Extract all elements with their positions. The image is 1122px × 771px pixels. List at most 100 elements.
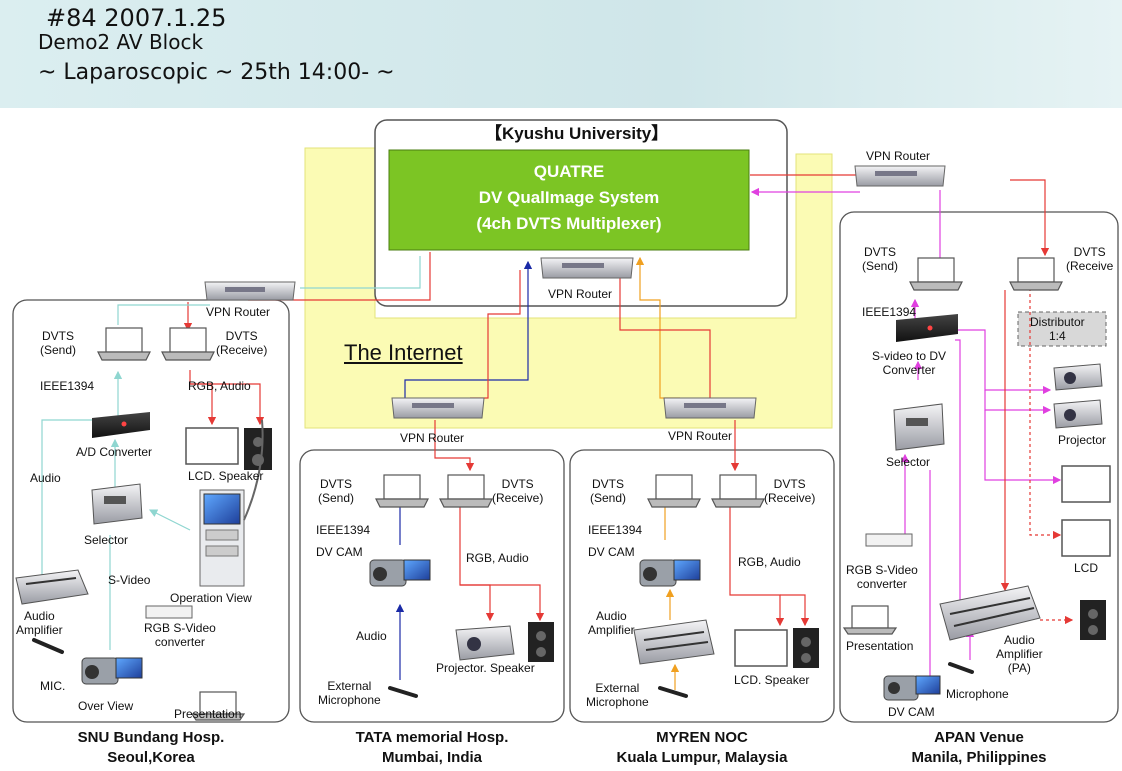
over-view-label: Over View bbox=[78, 699, 134, 713]
title-banner: #84 2007.1.25 Demo2 AV Block ~ Laparosco… bbox=[0, 0, 1122, 108]
vpn-router-icon bbox=[663, 397, 757, 419]
projector-icon bbox=[1053, 363, 1103, 391]
dv-cam-label: DV CAM bbox=[316, 545, 363, 559]
selector-icon bbox=[893, 403, 945, 451]
projector-icon bbox=[455, 625, 515, 661]
dvts-send-label: DVTS(Send) bbox=[590, 477, 627, 505]
laptop-icon bbox=[375, 474, 429, 508]
rgb-audio-label: RGB, Audio bbox=[738, 555, 801, 569]
lcd-label: LCD bbox=[1074, 561, 1099, 575]
dvts-send-label: DVTS(Send) bbox=[862, 245, 899, 273]
ieee1394-label: IEEE1394 bbox=[862, 305, 917, 319]
ad-converter-icon bbox=[92, 412, 150, 438]
mic-label: MIC. bbox=[40, 679, 66, 693]
audio-label: Audio bbox=[30, 471, 61, 485]
dv-cam-icon bbox=[883, 675, 941, 701]
selector-label: Selector bbox=[886, 455, 931, 469]
lcd-icon bbox=[1061, 519, 1111, 557]
laptop-icon bbox=[909, 257, 963, 291]
site-tata: TATA memorial Hosp.Mumbai, India bbox=[355, 729, 509, 767]
ad-converter-label: A/D Converter bbox=[76, 445, 153, 459]
dvts-send-label: DVTS(Send) bbox=[318, 477, 355, 505]
dvts-send-label: DVTS(Send) bbox=[40, 329, 77, 357]
laptop-icon bbox=[842, 605, 898, 635]
lcd-speaker-label: LCD. Speaker bbox=[734, 673, 810, 687]
lcd-icon bbox=[1061, 465, 1111, 503]
dv-qualimage-label: DV QualImage System bbox=[478, 188, 660, 207]
vpn-router-icon bbox=[391, 397, 485, 419]
laptop-icon bbox=[1009, 257, 1063, 291]
distributor-box bbox=[1017, 311, 1107, 347]
vpn-router-label: VPN Router bbox=[668, 429, 733, 443]
laptop-icon bbox=[711, 474, 765, 508]
audio-mixer-icon bbox=[633, 619, 715, 665]
svideo-dv-converter-icon bbox=[896, 314, 958, 342]
dvts-receive-label: DVTS(Receive) bbox=[764, 477, 816, 505]
session-time: ~ Laparoscopic ~ 25th 14:00- ~ bbox=[38, 60, 395, 85]
selector-icon bbox=[91, 483, 143, 525]
lcd-icon bbox=[734, 629, 788, 667]
dvts-receive-label: DVTS(Receive) bbox=[492, 477, 544, 505]
ieee1394-label: IEEE1394 bbox=[40, 379, 95, 393]
lcd-speaker-label: LCD. Speaker bbox=[188, 469, 264, 483]
microphone-icon bbox=[32, 638, 64, 654]
vpn-router-label: VPN Router bbox=[400, 431, 465, 445]
presentation-label: Presentation bbox=[846, 639, 914, 653]
dv-cam-icon bbox=[369, 559, 431, 587]
operation-view-label: Operation View bbox=[170, 591, 252, 605]
audio-mixer-icon bbox=[15, 569, 89, 605]
kyushu-title: 【Kyushu University】 bbox=[485, 124, 669, 143]
rgb-svideo-converter-icon bbox=[865, 533, 913, 547]
microphone-icon bbox=[388, 686, 418, 698]
microphone-icon bbox=[948, 662, 974, 674]
vpn-router-icon bbox=[540, 257, 634, 279]
laptop-icon bbox=[647, 474, 701, 508]
rgb-svideo-converter-icon bbox=[145, 605, 193, 619]
vpn-router-label: VPN Router bbox=[866, 149, 931, 163]
vpn-router-label: VPN Router bbox=[548, 287, 613, 301]
internet-label: The Internet bbox=[344, 340, 463, 365]
operation-view-cart-icon bbox=[199, 419, 264, 587]
microphone-icon bbox=[658, 686, 688, 698]
laptop-icon bbox=[97, 327, 151, 361]
projector-icon bbox=[1053, 399, 1103, 429]
slide-subtitle: Demo2 AV Block bbox=[38, 30, 204, 54]
microphone-label: Microphone bbox=[946, 687, 1009, 701]
slide-number-date: #84 2007.1.25 bbox=[46, 4, 227, 32]
site-snu: SNU Bundang Hosp.Seoul,Korea bbox=[77, 729, 225, 767]
laptop-icon bbox=[439, 474, 493, 508]
dv-cam-label: DV CAM bbox=[888, 705, 935, 719]
dv-cam-label: DV CAM bbox=[588, 545, 635, 559]
audio-label: Audio bbox=[356, 629, 387, 643]
multiplexer-label: (4ch DVTS Multiplexer) bbox=[476, 214, 662, 233]
projector-label: Projector bbox=[1058, 433, 1107, 447]
lcd-icon bbox=[185, 427, 239, 465]
selector-label: Selector bbox=[84, 533, 129, 547]
projector-speaker-label: Projector. Speaker bbox=[436, 661, 535, 675]
vpn-router-icon bbox=[854, 165, 946, 187]
ieee1394-label: IEEE1394 bbox=[588, 523, 643, 537]
dvts-receive-label: DVTS(Receive bbox=[1066, 245, 1114, 273]
quatre-label: QUATRE bbox=[533, 162, 605, 181]
dv-cam-icon bbox=[639, 559, 701, 587]
ieee1394-label: IEEE1394 bbox=[316, 523, 371, 537]
rgb-audio-label: RGB, Audio bbox=[188, 379, 251, 393]
audio-mixer-icon bbox=[939, 585, 1041, 641]
dv-cam-icon bbox=[81, 657, 143, 685]
s-video-label: S-Video bbox=[108, 573, 151, 587]
laptop-icon bbox=[190, 691, 246, 721]
dvts-receive-label: DVTS(Receive) bbox=[216, 329, 268, 357]
quatre-box bbox=[388, 149, 750, 251]
laptop-icon bbox=[161, 327, 215, 361]
